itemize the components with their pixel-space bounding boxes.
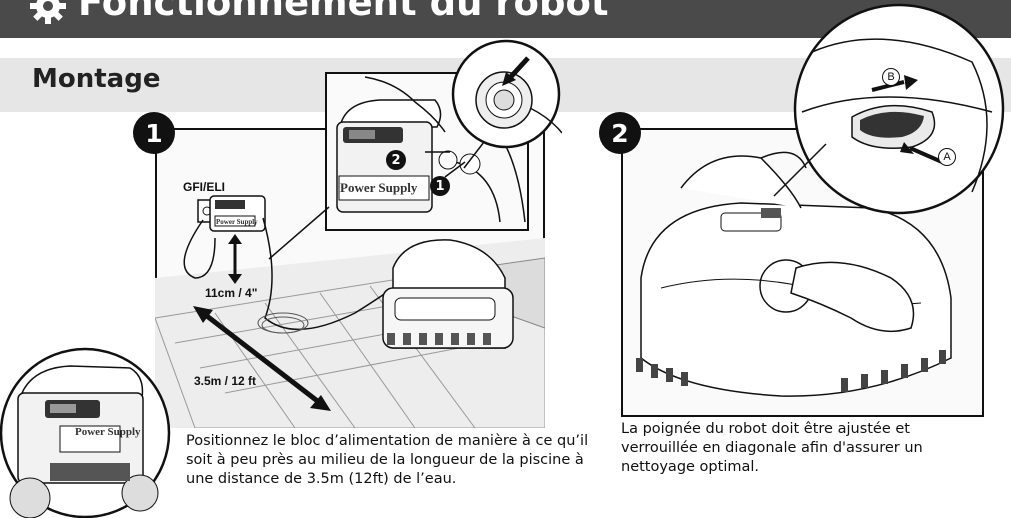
magnifier-connector bbox=[463, 141, 485, 169]
step1-caption: Positionnez le bloc d’alimentation de ma… bbox=[186, 433, 589, 487]
outlet-label: GFI/ELI bbox=[183, 180, 225, 194]
power-supply-label-inset: Power Supply bbox=[340, 180, 418, 195]
step2-badge: 2 bbox=[599, 112, 641, 154]
handle-connector bbox=[773, 143, 827, 197]
magnifier-detail bbox=[451, 39, 562, 149]
power-supply-label-large: Power Supply bbox=[75, 426, 141, 438]
inset-callout-1: 1 bbox=[430, 176, 450, 196]
section-title: Montage bbox=[32, 64, 161, 94]
step1-badge: 1 bbox=[133, 112, 175, 154]
distance-label: 3.5m / 12 ft bbox=[194, 374, 257, 388]
page-title: Fonctionnement du robot bbox=[78, 0, 609, 24]
power-supply-closeup bbox=[0, 347, 171, 518]
inset-callout-2: 2 bbox=[386, 150, 406, 170]
height-label: 11cm / 4" bbox=[205, 286, 258, 300]
step1-inset-illustration bbox=[327, 74, 527, 229]
inset-connector bbox=[268, 206, 330, 260]
letter-a-badge: A bbox=[938, 148, 956, 166]
power-supply-label-small: Power Supply bbox=[216, 218, 258, 226]
letter-b-badge: B bbox=[882, 68, 900, 86]
gear-icon bbox=[30, 0, 66, 24]
step2-caption: La poignée du robot doit être ajustée et… bbox=[621, 421, 923, 475]
